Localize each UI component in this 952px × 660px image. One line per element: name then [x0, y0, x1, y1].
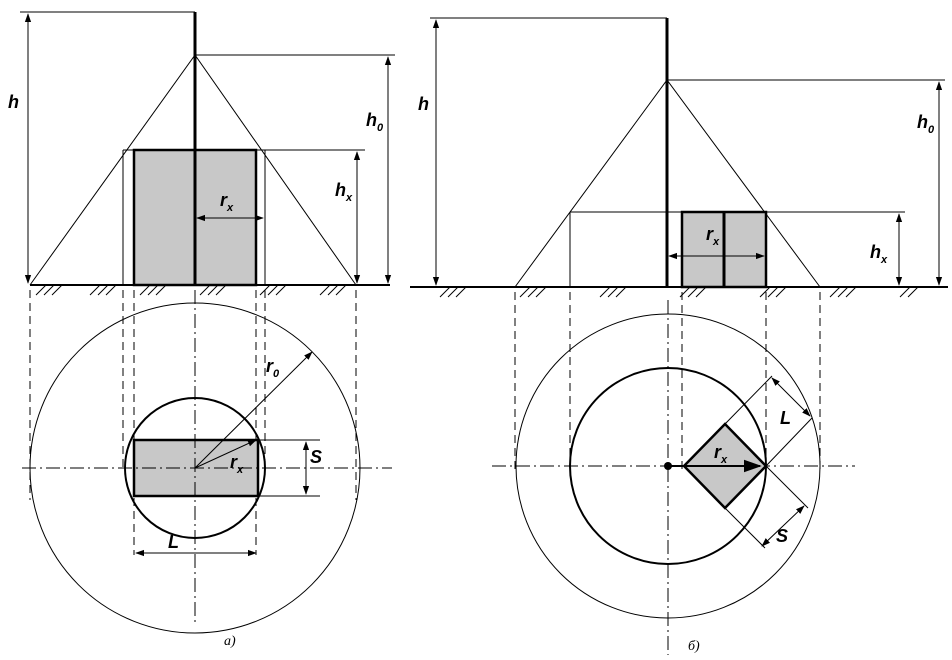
caption-b: б) — [688, 639, 700, 654]
r0-radius — [194, 351, 313, 469]
h-label: h — [8, 92, 19, 112]
figure-b: h h0 hx rx rx — [410, 17, 948, 655]
ground-hatching — [35, 284, 347, 296]
s-label: S — [310, 447, 322, 467]
s-label: S — [776, 526, 788, 546]
h0-label: h0 — [366, 110, 384, 134]
caption-a: а) — [224, 634, 236, 649]
l-dimension — [771, 377, 811, 417]
rx-label: rx — [706, 224, 720, 248]
r0-label: r0 — [266, 356, 280, 380]
hx-label: hx — [870, 242, 888, 266]
h0-label: h0 — [917, 112, 935, 136]
rx-plan-label: rx — [230, 452, 244, 476]
hx-label: hx — [335, 180, 353, 204]
projection-lines-b — [514, 292, 821, 470]
l-label: L — [780, 408, 791, 428]
plan-view-b: rx L S — [492, 300, 855, 655]
ground-hatching — [439, 286, 919, 298]
plan-view-a: r0 rx S L — [22, 290, 392, 634]
l-label: L — [168, 532, 179, 552]
rx-plan-label: rx — [714, 442, 728, 466]
rod-plan-point — [664, 462, 672, 470]
s-dimension — [761, 505, 805, 547]
elevation-view-a: h h0 hx rx — [8, 11, 395, 296]
elevation-view-b: h h0 hx rx — [410, 17, 948, 298]
rx-label: rx — [220, 190, 234, 214]
projection-lines-a — [29, 290, 357, 555]
figure-a: h h0 hx rx r0 — [8, 11, 395, 649]
rx-radius — [194, 439, 257, 469]
h-label: h — [418, 94, 429, 114]
